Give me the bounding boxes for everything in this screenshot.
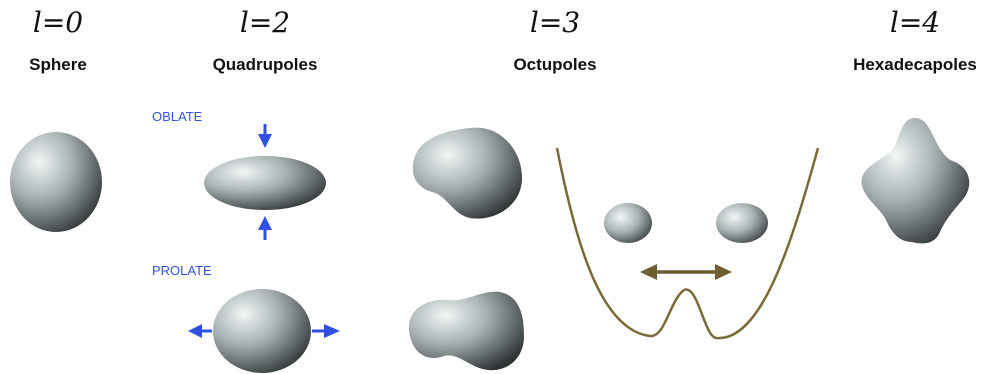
l4-label: l=4 bbox=[890, 6, 940, 39]
double-well-potential-curve bbox=[555, 147, 820, 340]
octupole-fragment-left bbox=[604, 203, 652, 243]
oblate-label: OBLATE bbox=[152, 109, 203, 124]
hexadecapole-shape bbox=[861, 118, 970, 244]
oblate-shape bbox=[204, 156, 326, 210]
oblate-arrow-down-icon bbox=[258, 124, 272, 148]
hexadecapoles-title: Hexadecapoles bbox=[853, 55, 977, 74]
quadrupoles-title: Quadrupoles bbox=[213, 55, 318, 74]
tunneling-double-arrow-icon bbox=[640, 264, 732, 280]
prolate-label: PROLATE bbox=[152, 263, 212, 278]
prolate-arrow-left-icon bbox=[188, 324, 212, 338]
l3-label: l=3 bbox=[530, 6, 580, 39]
octupoles-title: Octupoles bbox=[513, 55, 596, 74]
sphere-shape bbox=[10, 132, 102, 232]
l2-label: l=2 bbox=[240, 6, 290, 39]
prolate-shape bbox=[213, 289, 311, 373]
oblate-arrow-up-icon bbox=[258, 216, 272, 240]
octupole-shape-bottom bbox=[408, 291, 524, 371]
l0-label: l=0 bbox=[33, 6, 83, 39]
octupole-shape-top bbox=[412, 127, 522, 219]
octupole-fragment-right bbox=[716, 203, 768, 243]
prolate-arrow-right-icon bbox=[312, 324, 340, 338]
sphere-title: Sphere bbox=[29, 55, 87, 74]
